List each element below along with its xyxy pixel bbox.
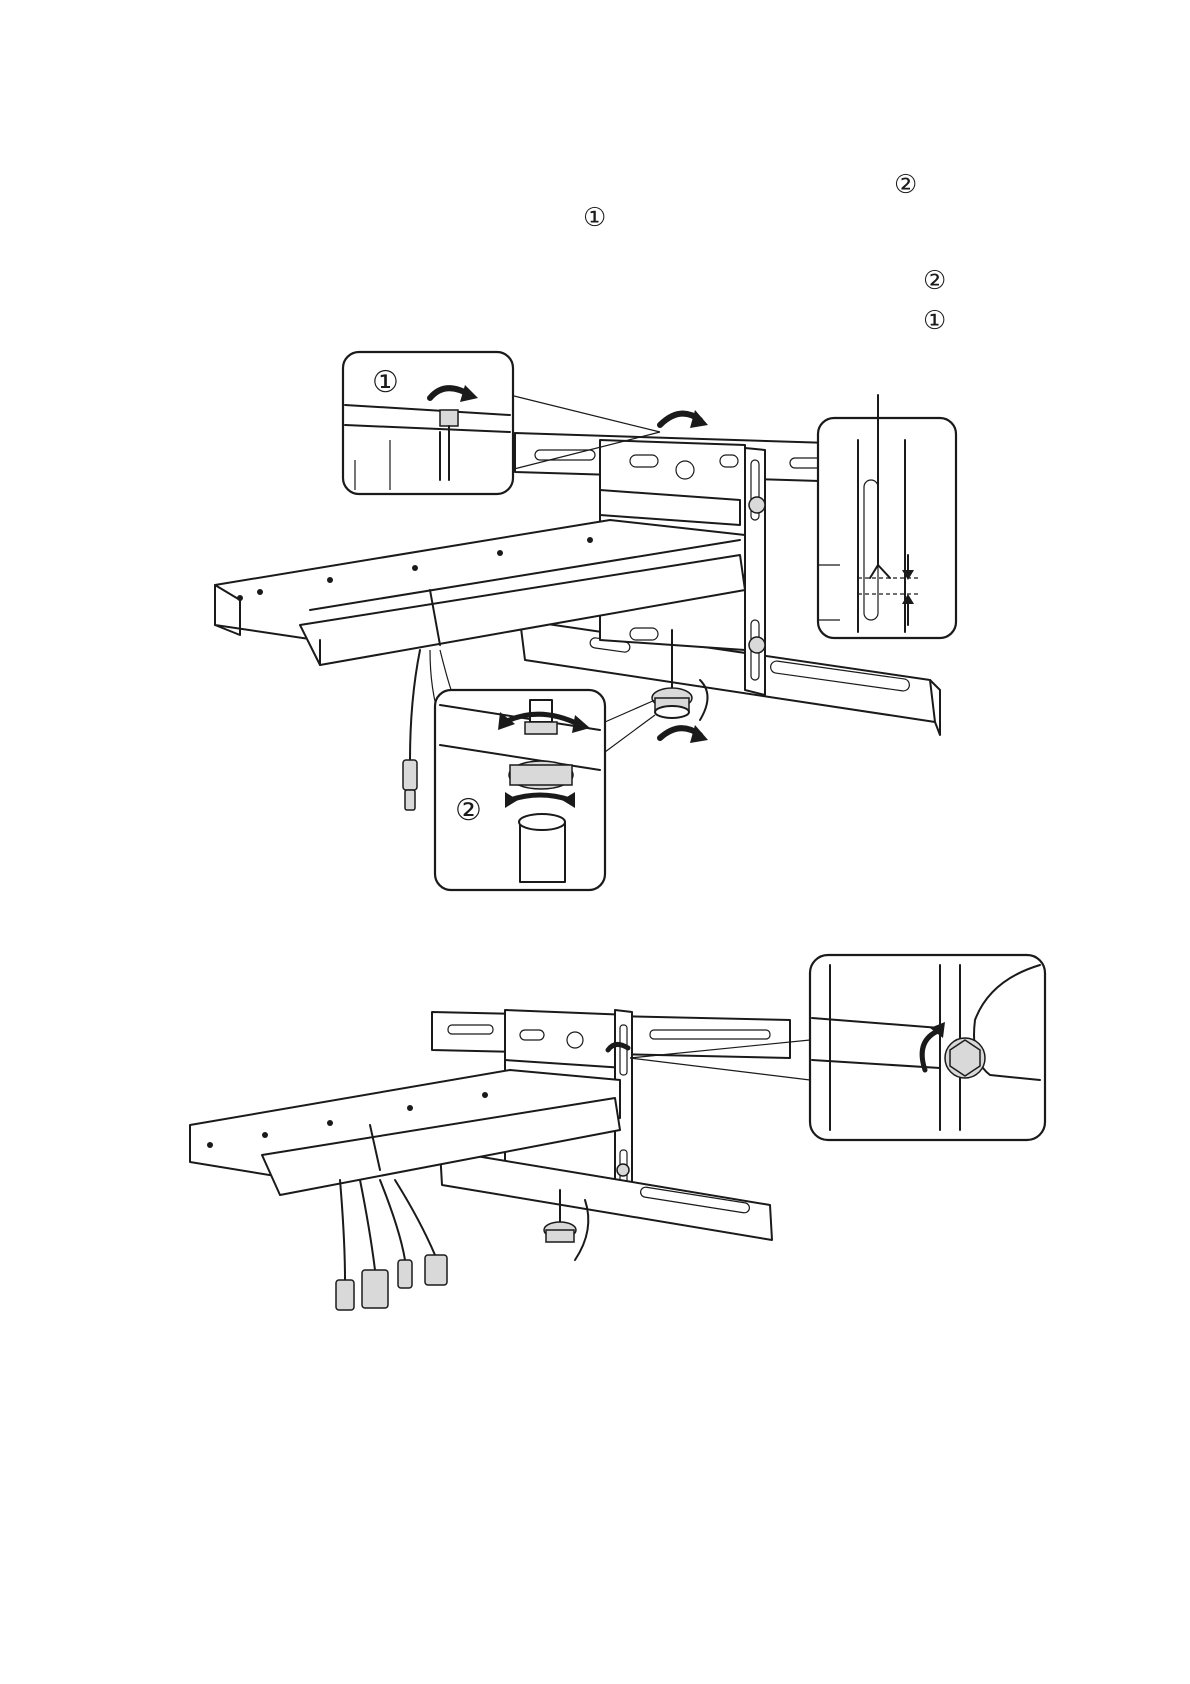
figure-2-mount-installed [190, 955, 1045, 1310]
rotation-arrow-bottom-icon [660, 725, 708, 743]
vertical-bracket [745, 448, 765, 695]
rotation-arrow-top-icon [660, 410, 708, 428]
callout-2-label: ② [455, 793, 482, 828]
callout-spacing-detail [818, 395, 956, 638]
callout-2-detail: ② [435, 690, 655, 890]
callout-1-label: ① [372, 365, 399, 400]
